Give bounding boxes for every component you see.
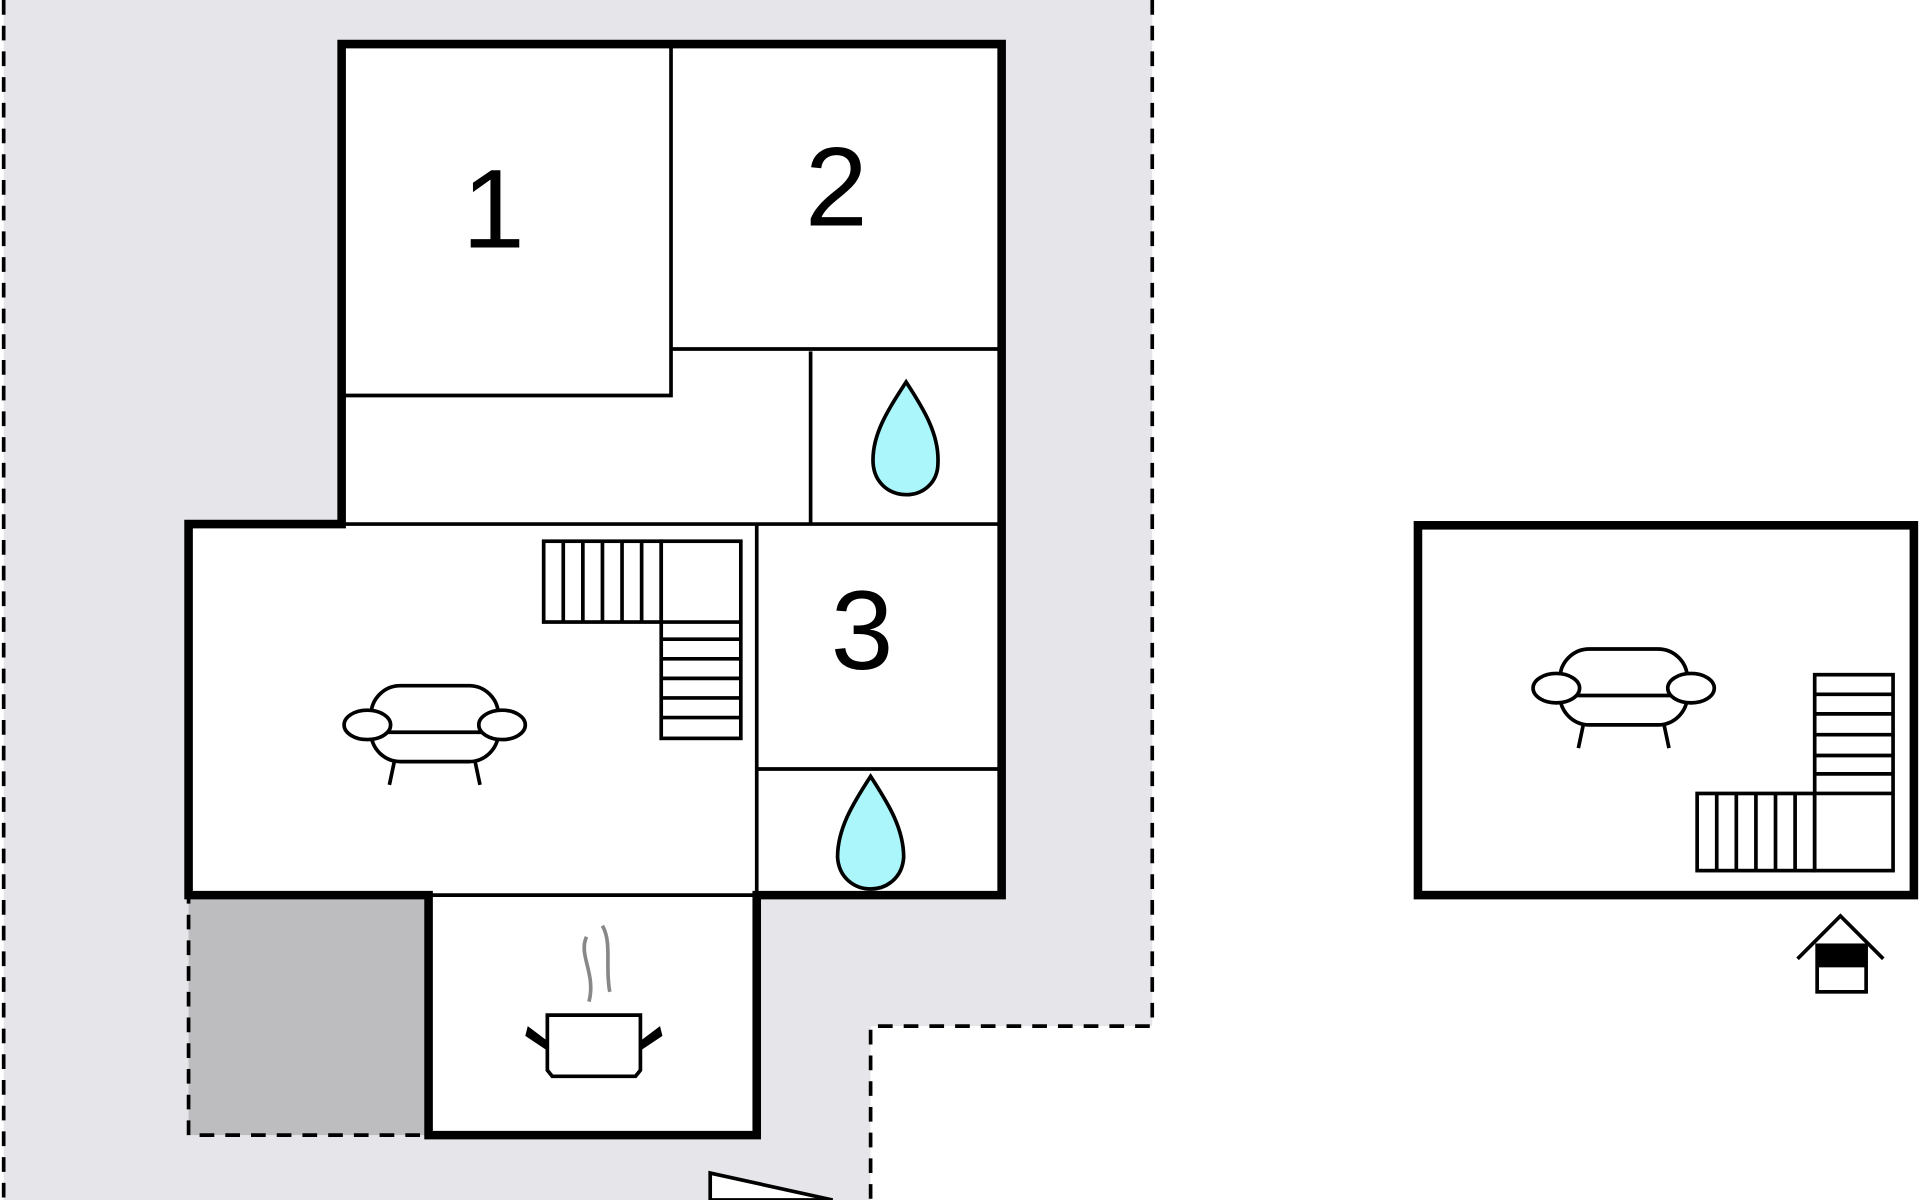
water-drop-icon [871,378,940,497]
stairs-icon [1695,672,1895,873]
room-2-label: 2 [805,124,868,250]
room-3-label: 3 [831,567,894,693]
room-1-label: 1 [462,146,525,272]
outer-walls [184,39,1006,1140]
water-drop-icon [835,772,906,891]
inner-walls [341,44,1002,897]
entry-arrow-icon [708,1170,834,1200]
cooking-pot-icon [525,924,663,1079]
plot-boundary [1,0,1155,1200]
annex-building [1413,521,1919,900]
sofa-icon [1531,647,1717,749]
stairs-icon [541,539,743,741]
terrace [186,893,431,1137]
entrance-icon [1796,913,1885,994]
sofa-icon [342,683,528,786]
